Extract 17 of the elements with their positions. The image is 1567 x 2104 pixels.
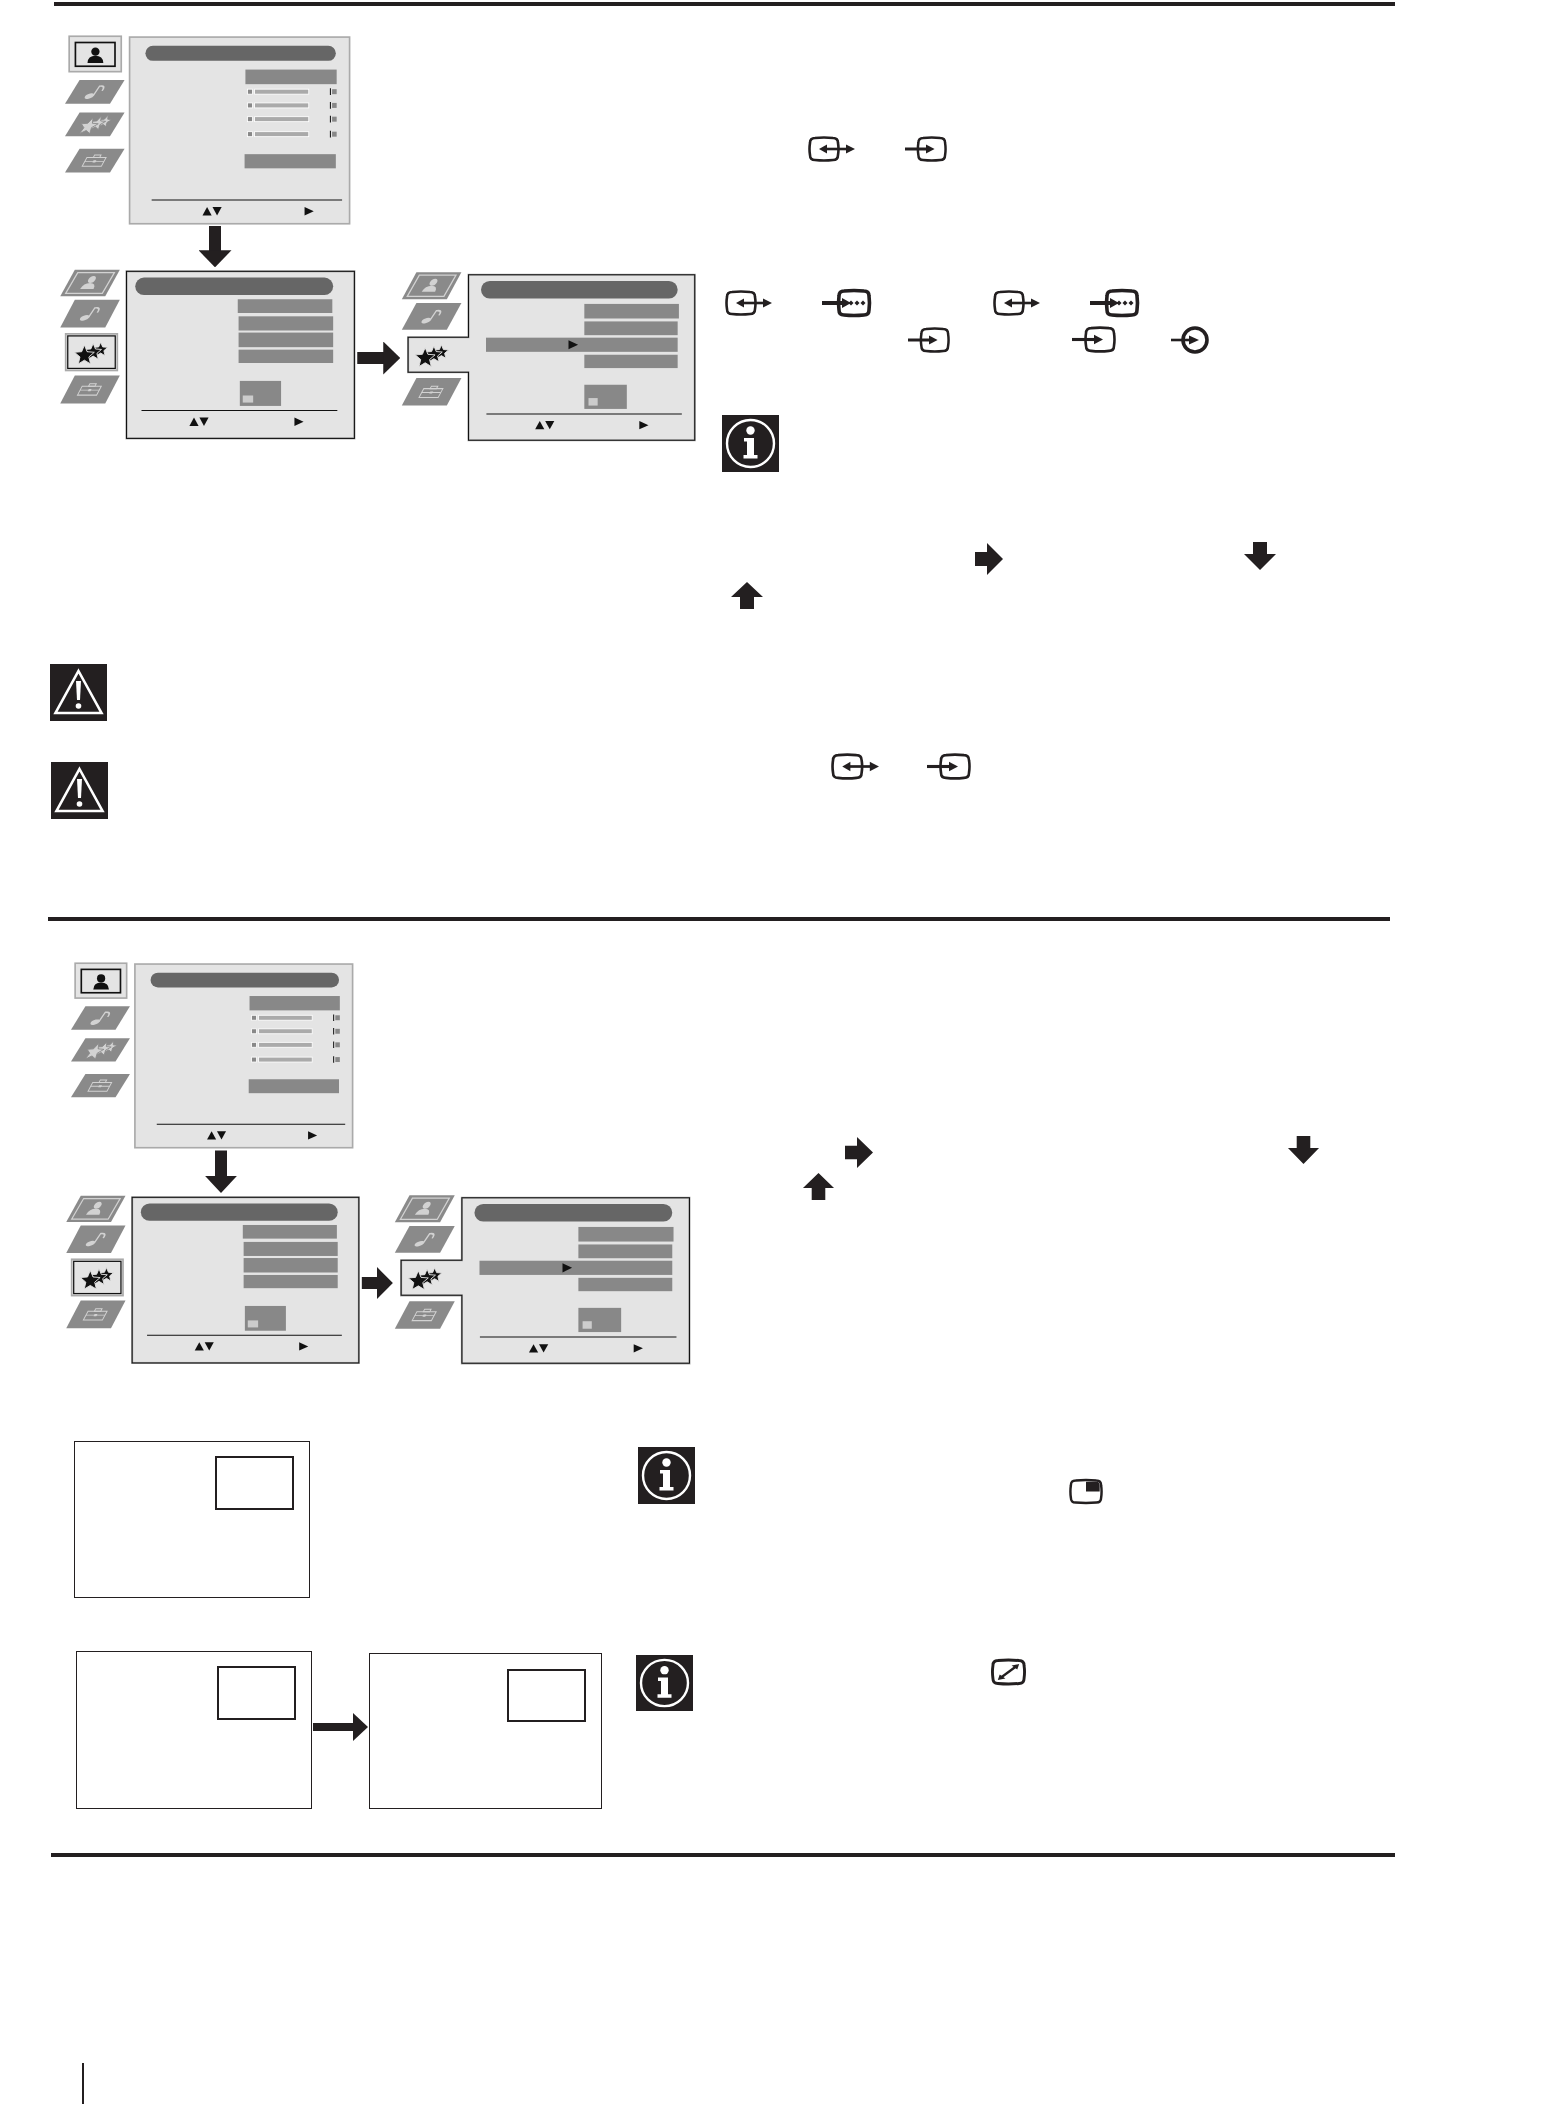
tv-screen (74, 1441, 310, 1598)
tv-menu-drawing (401, 271, 698, 443)
arrow (198, 226, 232, 268)
arrow (313, 1713, 368, 1741)
pip-window (215, 1456, 295, 1511)
tv-screen (76, 1651, 312, 1809)
arrow (205, 1150, 237, 1193)
pip-window (217, 1666, 297, 1721)
tv-menu-drawing (64, 35, 351, 225)
tv-menu-drawing (71, 962, 355, 1150)
pip-window (507, 1669, 587, 1723)
tv-menu-drawing (59, 268, 357, 441)
tv-menu-drawing (65, 1193, 361, 1365)
arrow (361, 1267, 393, 1299)
arrow (357, 341, 401, 375)
tv-menu-drawing (393, 1193, 692, 1366)
tv-screen (369, 1653, 602, 1809)
